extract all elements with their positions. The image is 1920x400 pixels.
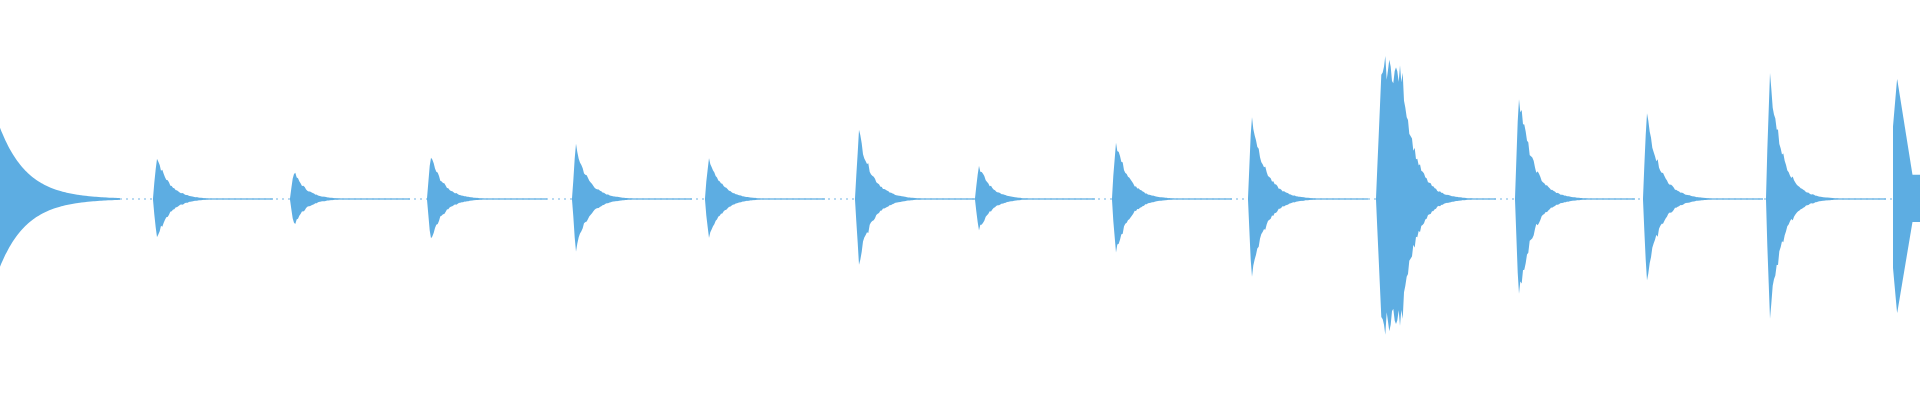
transient-2 <box>153 158 273 238</box>
transient-3 <box>290 172 410 224</box>
transient-1 <box>0 127 120 267</box>
transients-layer <box>0 56 1920 335</box>
transient-14 <box>1766 73 1886 319</box>
transient-4 <box>427 157 547 239</box>
transient-7 <box>855 129 975 265</box>
transient-13 <box>1643 113 1763 281</box>
transient-9 <box>1112 142 1232 253</box>
transient-5 <box>572 143 692 252</box>
transient-12 <box>1515 99 1635 294</box>
transient-8 <box>975 165 1095 231</box>
transient-10 <box>1248 117 1368 277</box>
transient-11 <box>1376 56 1496 335</box>
transient-6 <box>705 158 825 238</box>
transient-15 <box>1893 79 1920 313</box>
